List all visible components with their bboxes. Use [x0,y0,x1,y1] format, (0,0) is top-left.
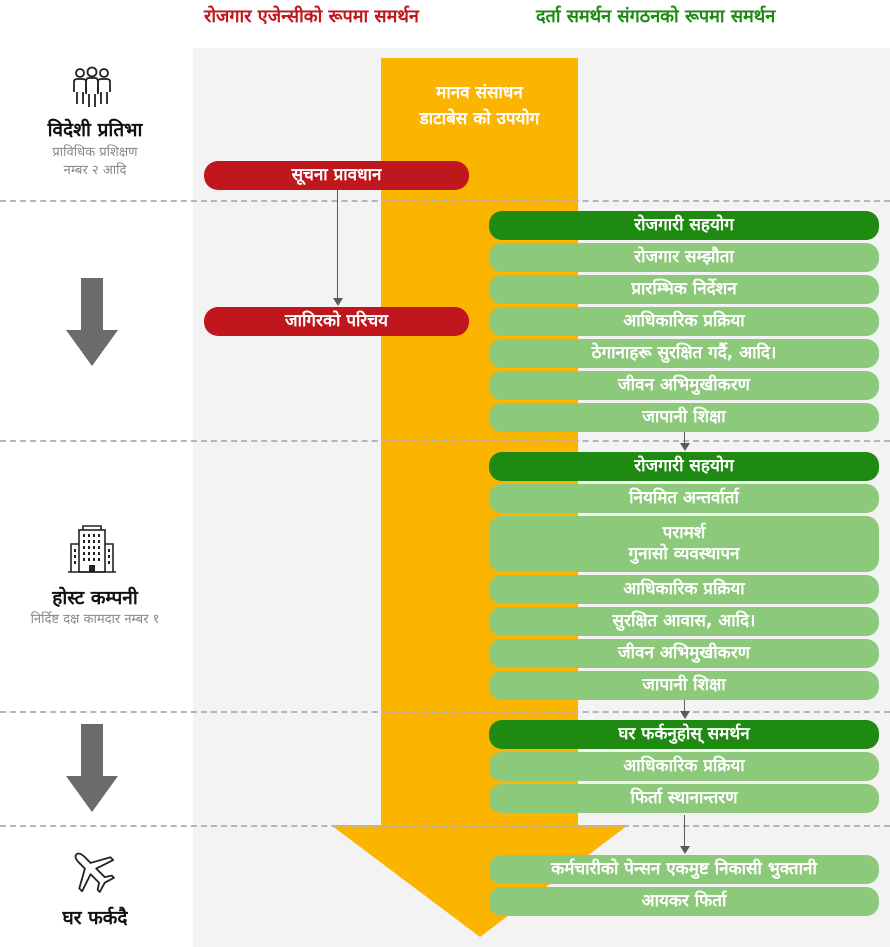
support-item: जापानी शिक्षा [489,403,879,432]
stage-title-host-company: होस्ट कम्पनी [52,587,138,609]
final-item-pension: कर्मचारीको पेन्सन एकमुष्ट निकासी भुक्तान… [489,855,879,884]
employment-support-header: रोजगारी सहयोग [489,211,879,240]
people-group-icon [73,66,111,107]
group-connector-line [684,700,685,712]
group-connector-line [684,815,685,847]
final-item-tax-refund: आयकर फिर्ता [489,887,879,916]
stage-title-returning-home: घर फर्कदै [62,907,128,929]
group-connector-arrowhead [680,711,690,719]
support-item: प्रारम्भिक निर्देशन [489,275,879,304]
group-connector-arrowhead [680,443,690,451]
stage-down-arrow [66,278,118,366]
stage-subtitle-line: प्राविधिक प्रशिक्षण [52,145,138,160]
employment-support-header: रोजगारी सहयोग [489,452,879,481]
support-item: जापानी शिक्षा [489,671,879,700]
support-item: आधिकारिक प्रक्रिया [489,752,879,781]
support-item: रोजगार सम्झौता [489,243,879,272]
support-item: आधिकारिक प्रक्रिया [489,575,879,604]
airplane-icon [74,852,115,893]
agency-connector-line [337,190,338,298]
agency-connector-arrowhead [333,298,343,306]
support-item-line: गुनासो व्यवस्थापन [628,544,740,564]
stage-subtitle-foreign-talent: प्राविधिक प्रशिक्षण नम्बर २ आदि [0,144,190,180]
stage-divider [0,440,890,442]
stage-divider [0,825,890,827]
info-provision-box: सूचना प्रावधान [204,161,469,190]
support-item: नियमित अन्तर्वार्ता [489,484,879,513]
return-home-support-header: घर फर्कनुहोस् समर्थन [489,720,879,749]
hr-database-label: मानव संसाधन डाटाबेस को उपयोग [381,80,578,132]
hr-database-label-line1: मानव संसाधन [436,83,523,103]
header-employment-agency: रोजगार एजेन्सीको रूपमा समर्थन [204,6,419,27]
stage-down-arrow [66,724,118,812]
support-item-consultation: परामर्श गुनासो व्यवस्थापन [489,516,879,572]
job-introduction-box: जागिरको परिचय [204,307,469,336]
support-item: आधिकारिक प्रक्रिया [489,307,879,336]
building-icon [68,525,116,573]
stage-subtitle-host-company: निर्दिष्ट दक्ष कामदार नम्बर १ [30,612,160,627]
support-item: जीवन अभिमुखीकरण [489,371,879,400]
support-item: सुरक्षित आवास, आदि। [489,607,879,636]
support-item: फिर्ता स्थानान्तरण [489,784,879,813]
support-item: ठेगानाहरू सुरक्षित गर्दै, आदि। [489,339,879,368]
header-registered-support-org: दर्ता समर्थन संगठनको रूपमा समर्थन [536,6,776,27]
stage-title-foreign-talent: विदेशी प्रतिभा [47,119,143,141]
stage-divider [0,711,890,713]
support-item-line: परामर्श [662,523,706,543]
stage-divider [0,200,890,202]
hr-database-label-line2: डाटाबेस को उपयोग [419,109,540,129]
support-item: जीवन अभिमुखीकरण [489,639,879,668]
stage-subtitle-line: नम्बर २ आदि [63,163,127,178]
group-connector-line [684,432,685,444]
group-connector-arrowhead [680,846,690,854]
